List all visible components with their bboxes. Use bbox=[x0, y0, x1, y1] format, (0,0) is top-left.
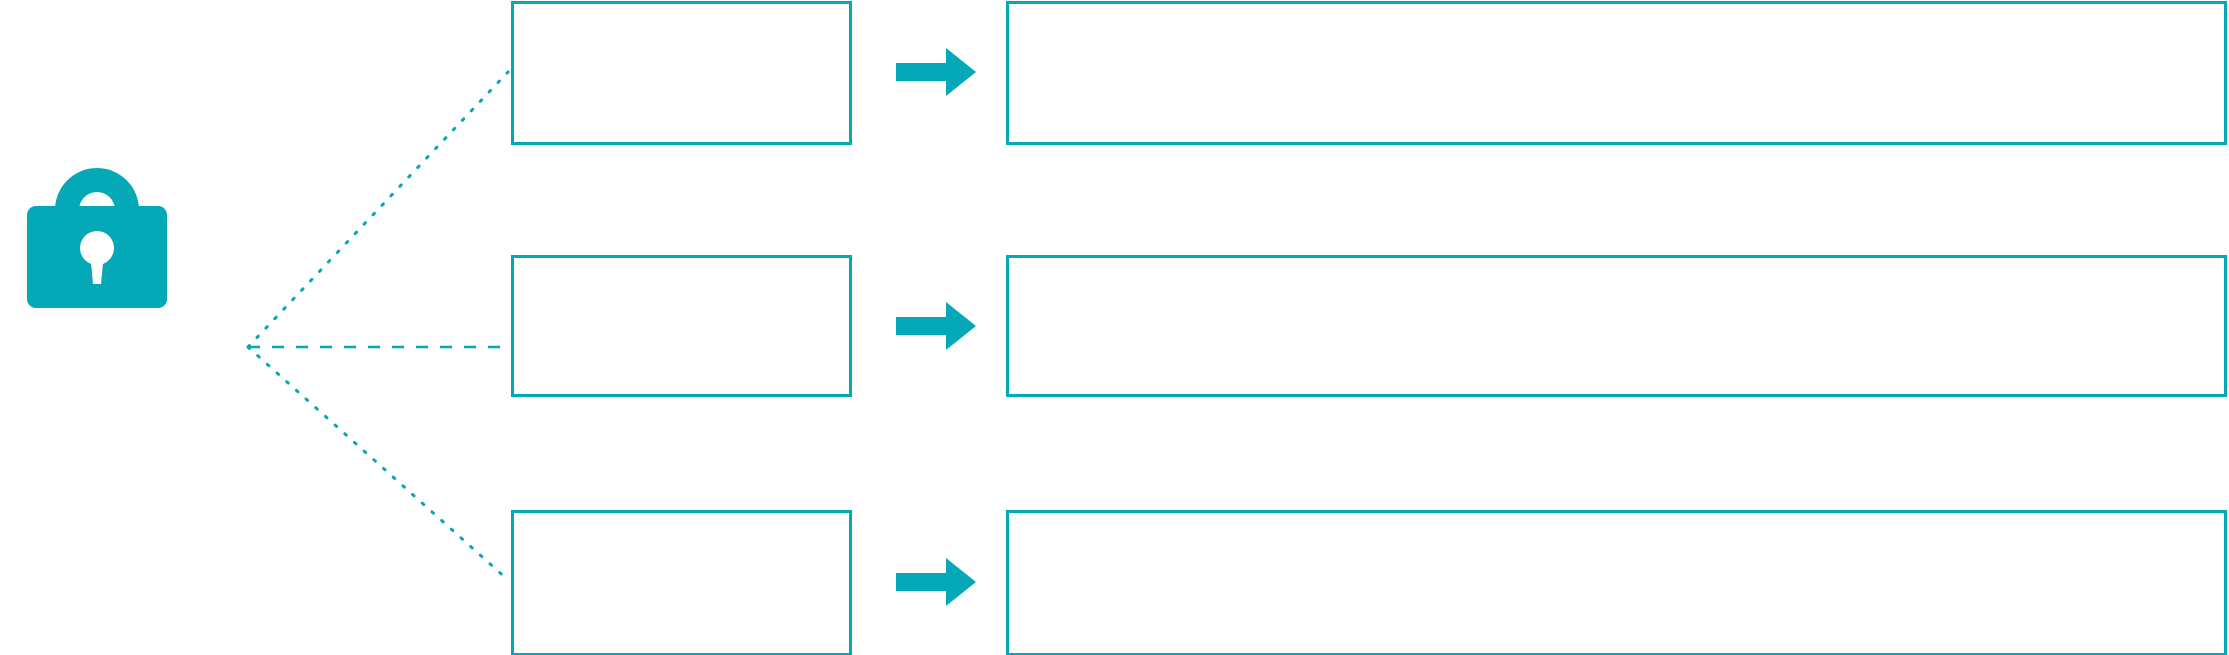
connector-line-top bbox=[246, 70, 510, 349]
source-box-3[interactable] bbox=[511, 510, 852, 655]
source-box-2[interactable] bbox=[511, 255, 852, 397]
source-box-1-label bbox=[514, 4, 849, 24]
target-box-3-label bbox=[1009, 513, 2224, 533]
source-box-2-label bbox=[514, 258, 849, 278]
connector-line-bottom bbox=[246, 345, 510, 582]
arrow-right-icon-1 bbox=[896, 46, 976, 98]
arrow-right-icon-3 bbox=[896, 556, 976, 608]
target-box-1-label bbox=[1009, 4, 2224, 24]
arrow-right-icon-2 bbox=[896, 300, 976, 352]
source-box-1[interactable] bbox=[511, 1, 852, 145]
padlock-icon bbox=[22, 148, 172, 310]
target-box-2[interactable] bbox=[1006, 255, 2227, 397]
source-box-3-label bbox=[514, 513, 849, 533]
target-box-1[interactable] bbox=[1006, 1, 2227, 145]
target-box-2-label bbox=[1009, 258, 2224, 278]
target-box-3[interactable] bbox=[1006, 510, 2227, 655]
